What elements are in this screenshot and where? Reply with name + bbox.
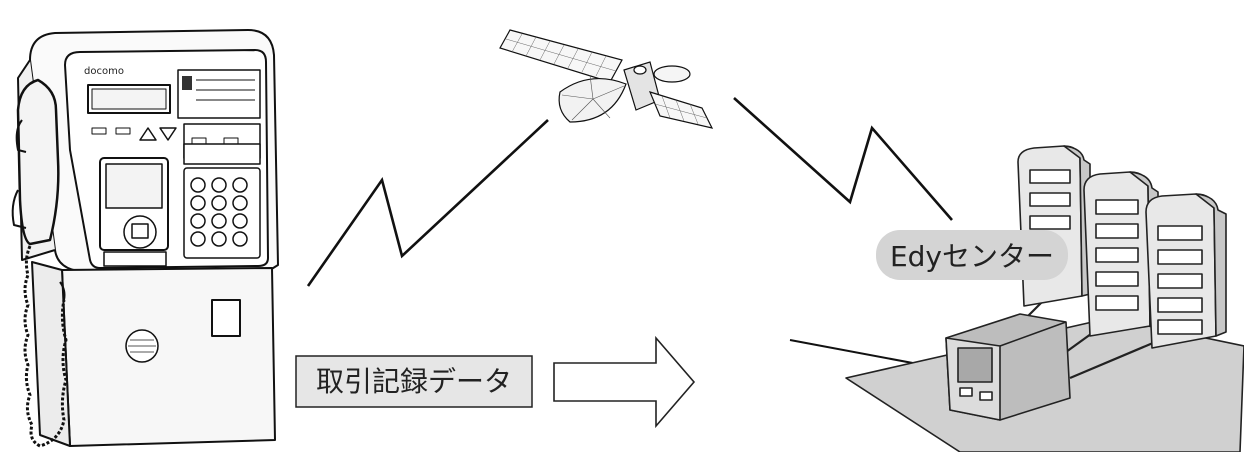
transaction-data-label-box (295, 355, 533, 408)
transaction-data-label-text: 取引記録データ (316, 365, 512, 398)
transaction-data-label: 取引記録データ (295, 355, 533, 408)
edy-center-label-text: Edyセンター (890, 240, 1054, 273)
wireless-link-icon (306, 97, 953, 287)
phone-brand-label: docomo (84, 66, 124, 77)
satellite-icon (499, 29, 714, 129)
satellite-to-center-link (733, 97, 953, 221)
arrow-right-icon (553, 335, 696, 429)
edy-center-label-box (876, 230, 1068, 280)
phone-to-satellite-link (306, 119, 549, 287)
public-telephone-icon (11, 29, 279, 448)
edy-center-label: Edyセンター (876, 230, 1068, 280)
server-rack-icon (845, 145, 1244, 452)
